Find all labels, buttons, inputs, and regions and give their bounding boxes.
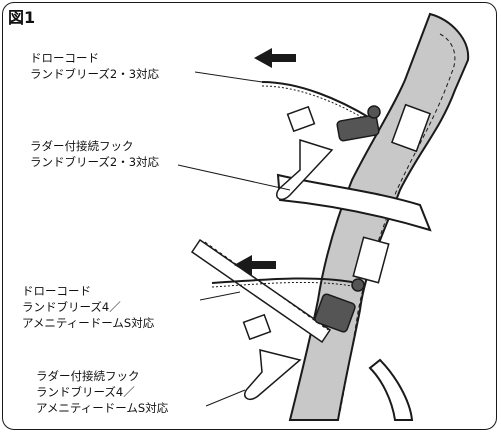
label-line: アメニティードームS対応 xyxy=(22,316,155,330)
buckle-upper xyxy=(336,114,380,142)
leader-4 xyxy=(205,389,246,407)
label-drawcord-4-amenity: ドローコード ランドブリーズ4／ アメニティードームS対応 xyxy=(22,283,154,331)
arrow-lower xyxy=(234,255,276,275)
label-line: ラダー付接続フック xyxy=(36,369,140,383)
label-ladder-hook-4-amenity: ラダー付接続フック ランドブリーズ4／ アメニティードームS対応 xyxy=(36,368,168,416)
diagonal-strap xyxy=(190,238,332,344)
webbing-patch-lower xyxy=(352,236,390,284)
label-drawcord-2-3: ドローコード ランドブリーズ2・3対応 xyxy=(30,50,159,82)
lower-strap xyxy=(368,358,414,421)
label-ladder-hook-2-3: ラダー付接続フック ランドブリーズ2・3対応 xyxy=(30,138,159,170)
label-line: ランドブリーズ2・3対応 xyxy=(30,67,160,81)
label-line: ラダー付接続フック xyxy=(30,139,134,153)
arrow-upper xyxy=(254,48,296,68)
label-line: ドローコード xyxy=(30,51,99,65)
label-line: ドローコード xyxy=(22,284,91,298)
strap-stitching xyxy=(339,33,456,413)
leader-1 xyxy=(194,71,263,83)
label-line: アメニティードームS対応 xyxy=(36,401,169,415)
label-line: ランドブリーズ2・3対応 xyxy=(30,155,160,169)
figure-title: 図1 xyxy=(8,8,36,27)
padded-strap xyxy=(276,173,432,232)
label-line: ランドブリーズ4／ xyxy=(22,300,121,314)
leader-3 xyxy=(199,291,241,301)
label-line: ランドブリーズ4／ xyxy=(36,385,135,399)
draw-cord-lower xyxy=(211,277,353,284)
ladder-hook-lower xyxy=(244,349,302,400)
buckle-lower xyxy=(314,293,356,333)
leader-2 xyxy=(177,164,291,191)
figure-frame xyxy=(2,2,497,430)
webbing-patch-upper xyxy=(390,103,432,153)
draw-cord-upper xyxy=(261,81,371,119)
